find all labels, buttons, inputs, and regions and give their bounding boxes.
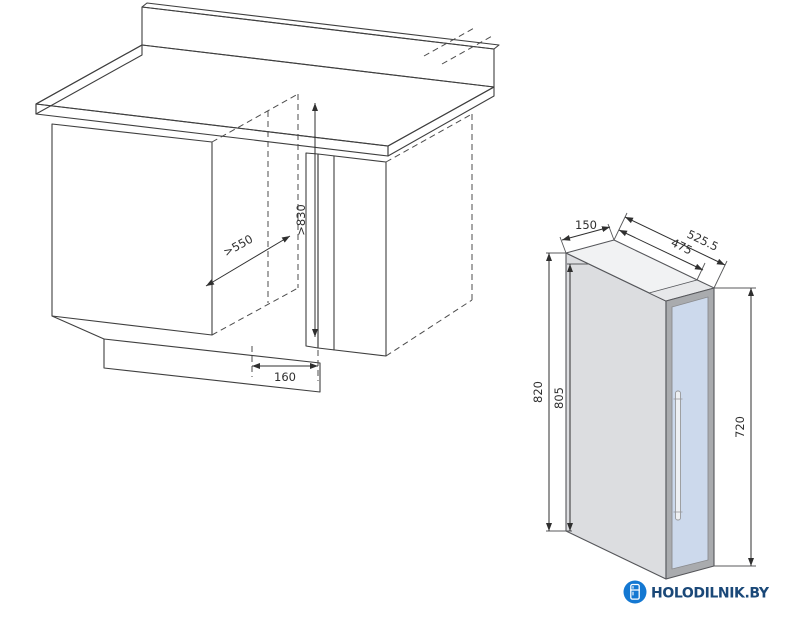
cabinet-right-front-panel bbox=[317, 153, 387, 357]
countertop-right-edge bbox=[387, 86, 495, 157]
plinth-front bbox=[103, 338, 321, 393]
height-body-label: 805 bbox=[552, 387, 566, 409]
appliance-diagram: 150 525.5 475 820 805 720 bbox=[531, 212, 756, 580]
niche-divider-panel bbox=[305, 152, 319, 349]
right-hidden-top-edge bbox=[385, 113, 473, 163]
backsplash bbox=[141, 6, 495, 88]
height-total-label: 820 bbox=[531, 381, 545, 403]
ext-width-left bbox=[559, 236, 567, 254]
cabinet-left-front-panel bbox=[51, 123, 213, 336]
appliance-body bbox=[565, 239, 715, 580]
niche-depth-dimension-line bbox=[205, 235, 291, 287]
right-hidden-bottom-edge bbox=[385, 299, 473, 357]
niche-width-label: 160 bbox=[274, 370, 296, 384]
depth-body-dimension-line bbox=[618, 229, 704, 271]
ext-depth-body bbox=[696, 262, 706, 281]
fridge-icon bbox=[630, 583, 640, 600]
door-handle bbox=[675, 390, 681, 521]
backsplash-top bbox=[141, 2, 500, 50]
niche-bottom-back-edge bbox=[211, 287, 299, 336]
brand-logo: HOLODILNIK.BY bbox=[623, 580, 770, 604]
width-label: 150 bbox=[575, 218, 597, 232]
ext-depth-front bbox=[713, 260, 728, 289]
plinth-step-line bbox=[51, 315, 105, 340]
appliance-side-face bbox=[565, 252, 667, 580]
door-glass bbox=[671, 296, 709, 570]
niche-height-label: >830 bbox=[294, 204, 308, 236]
logo-circle bbox=[623, 580, 647, 604]
countertop-left-edge bbox=[35, 44, 143, 115]
brand-text: HOLODILNIK.BY bbox=[651, 586, 770, 602]
cabinet-body bbox=[51, 123, 387, 393]
door-height-label: 720 bbox=[733, 416, 747, 438]
ext-width-right bbox=[607, 223, 615, 241]
niche-top-back-edge bbox=[211, 93, 299, 143]
niche-depth-label: >550 bbox=[221, 232, 255, 260]
hidden-niche-edges bbox=[211, 26, 495, 381]
width-dimension-line bbox=[561, 226, 611, 241]
appliance-dimensions: 150 525.5 475 820 805 720 bbox=[531, 212, 756, 567]
ext-depth-back bbox=[613, 212, 628, 241]
countertop bbox=[35, 2, 500, 157]
cabinet-diagram: >550 >830 160 bbox=[35, 2, 500, 393]
